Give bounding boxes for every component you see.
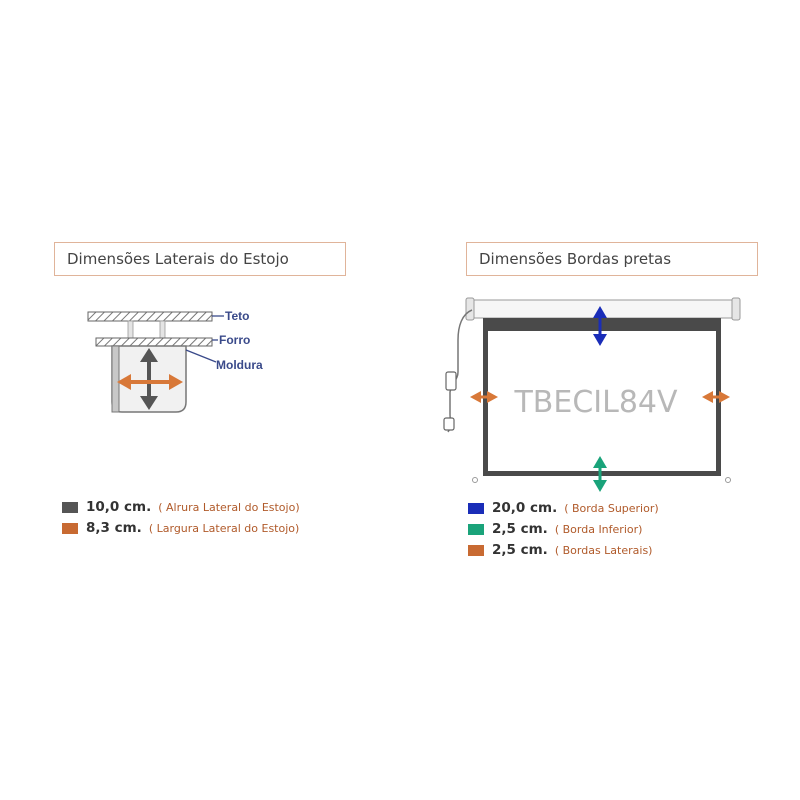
legend-row-case-height: 10,0 cm. ( Alrura Lateral do Estojo) (62, 498, 300, 516)
top-border-arrow (593, 306, 607, 346)
legend-description: ( Borda Superior) (564, 501, 659, 515)
screen-model-label: TBECIL84V (513, 385, 678, 420)
right-border-arrow (702, 391, 730, 403)
legend-value: 10,0 cm. (86, 499, 152, 515)
screen-viewing-area (488, 331, 716, 471)
legend-value: 2,5 cm. (492, 521, 548, 537)
bottom-hook-left (472, 477, 478, 483)
drop-ceiling-slab (95, 337, 213, 347)
support-rod-left (127, 320, 134, 339)
case-end-cap-right (731, 297, 741, 321)
case-side-diagram: Teto Forro Moldura (87, 309, 263, 413)
support-rod-right (159, 320, 166, 339)
legend-row-side-borders: 2,5 cm. ( Bordas Laterais) (468, 541, 652, 559)
height-arrow (140, 348, 158, 410)
legend-row-bottom-border: 2,5 cm. ( Borda Inferior) (468, 520, 642, 538)
ceiling-slab (87, 311, 213, 322)
label-molding: Moldura (216, 358, 263, 372)
left-border-arrow (470, 391, 498, 403)
label-ceiling: Teto (225, 309, 249, 323)
left-panel-title: Dimensões Laterais do Estojo (54, 242, 346, 276)
case-inner-edge (111, 345, 120, 413)
width-arrow (117, 374, 183, 390)
legend-row-case-width: 8,3 cm. ( Largura Lateral do Estojo) (62, 519, 299, 537)
bottom-border-arrow (593, 456, 607, 492)
case-end-cap-left (465, 297, 475, 321)
legend-description: ( Bordas Laterais) (554, 543, 653, 557)
cord-plug (443, 417, 455, 431)
legend-description: ( Alrura Lateral do Estojo) (158, 500, 300, 514)
legend-value: 8,3 cm. (86, 520, 142, 536)
legend-swatch-orange (468, 544, 484, 556)
molding-leader (185, 349, 217, 363)
legend-value: 2,5 cm. (492, 542, 548, 558)
cord-switch (445, 371, 457, 391)
legend-value: 20,0 cm. (492, 500, 558, 516)
legend-swatch-green (468, 523, 484, 535)
legend-description: ( Borda Inferior) (554, 522, 643, 536)
label-drop-ceiling: Forro (219, 333, 250, 347)
legend-swatch-orange (62, 522, 78, 534)
legend-swatch-blue (468, 502, 484, 514)
bottom-hook-right (725, 477, 731, 483)
legend-swatch-gray (62, 501, 78, 513)
legend-description: ( Largura Lateral do Estojo) (148, 521, 300, 535)
right-panel-title: Dimensões Bordas pretas (466, 242, 758, 276)
power-cord (447, 309, 473, 433)
projection-screen-diagram: TBECIL84V (443, 297, 741, 492)
legend-row-top-border: 20,0 cm. ( Borda Superior) (468, 499, 659, 517)
